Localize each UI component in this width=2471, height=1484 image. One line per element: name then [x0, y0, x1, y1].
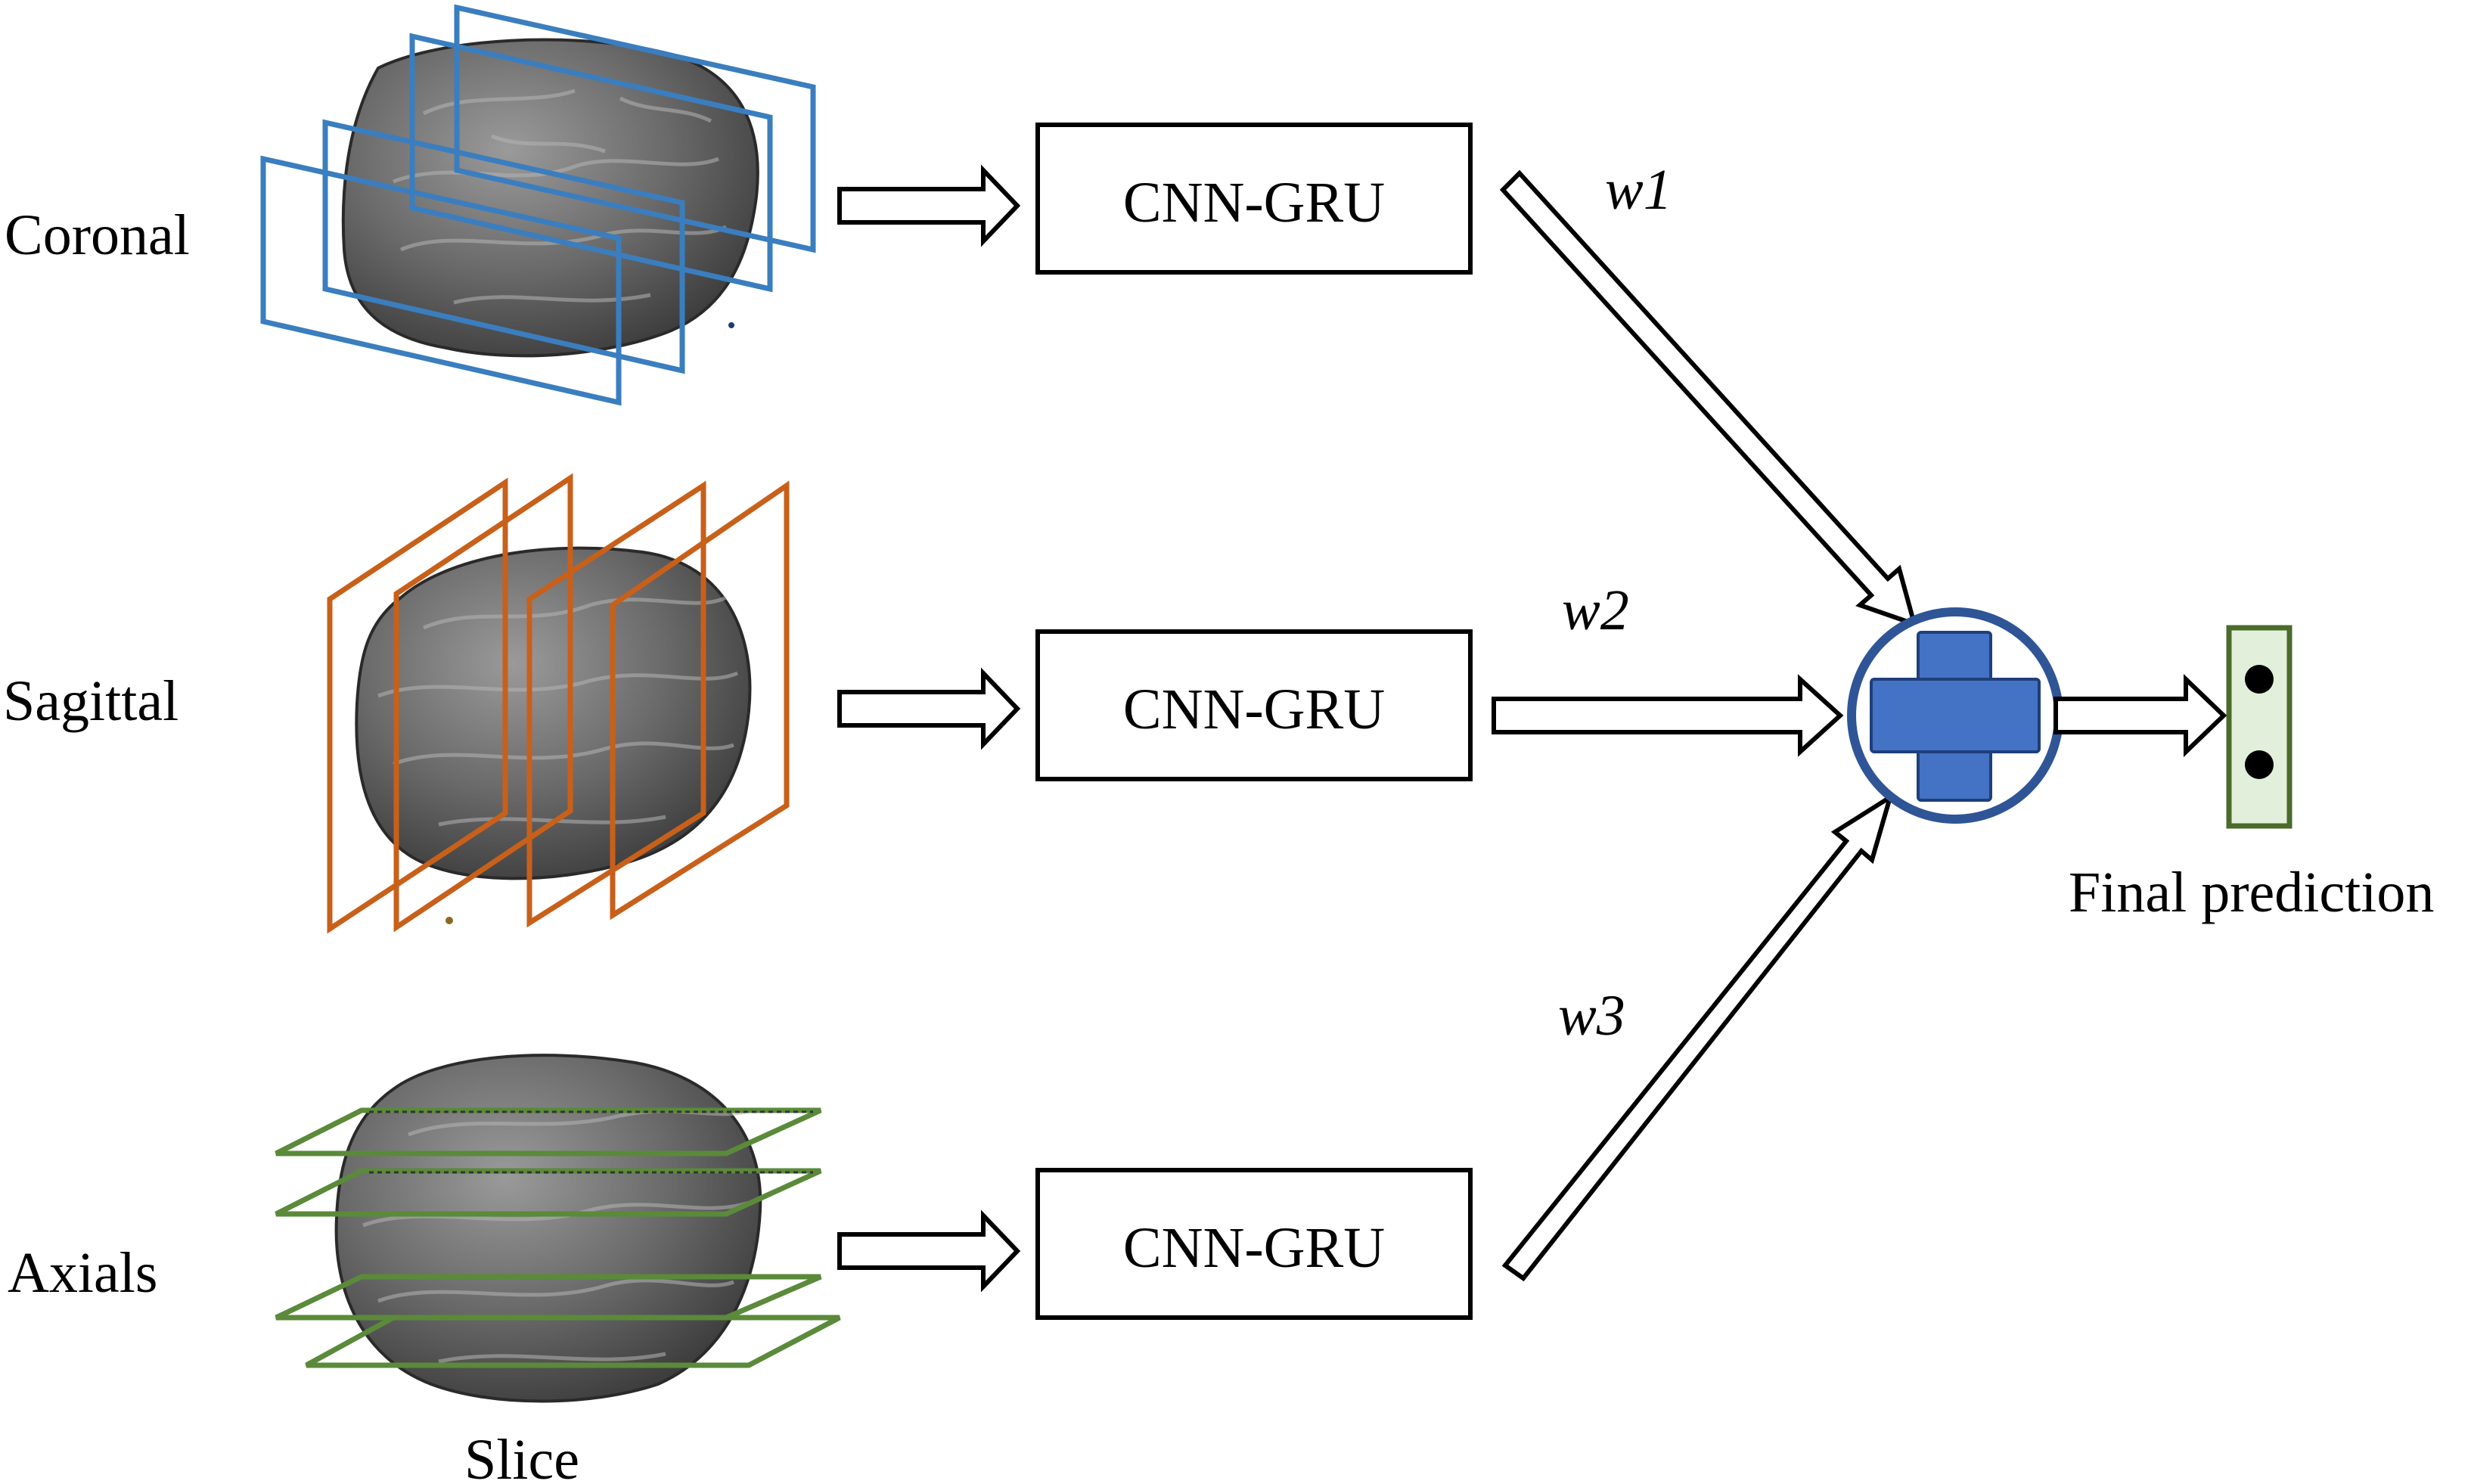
plus-icon	[1870, 631, 2041, 802]
sagittal-slice-3	[526, 480, 706, 928]
weight-arrow-w1	[1499, 169, 1918, 628]
model-box-coronal: CNN-GRU	[1035, 123, 1473, 275]
fusion-plus-node	[1847, 607, 2063, 824]
model-box-sagittal: CNN-GRU	[1035, 629, 1473, 781]
coronal-slice-3	[322, 119, 685, 374]
coronal-brain	[341, 38, 759, 358]
sagittal-brain	[355, 546, 752, 880]
axial-slice-1	[275, 1107, 822, 1156]
model-box-axial: CNN-GRU	[1035, 1168, 1473, 1320]
view-label-coronal: Coronal	[5, 203, 190, 267]
final-prediction-vector	[2226, 625, 2293, 829]
axial-slice-4	[305, 1315, 841, 1368]
input-arrow-axial	[837, 1209, 1021, 1293]
model-label-coronal: CNN-GRU	[1123, 171, 1385, 234]
axial-slice-2	[275, 1168, 822, 1217]
output-arrow	[2053, 673, 2227, 758]
view-label-sagittal: Sagittal	[3, 669, 178, 733]
model-label-sagittal: CNN-GRU	[1123, 678, 1385, 741]
output-node-2	[2245, 750, 2274, 779]
coronal-slices	[260, 4, 816, 406]
coronal-slice-4	[260, 155, 622, 406]
input-arrow-coronal	[837, 164, 1021, 247]
weight-label-w3: w3	[1558, 984, 1625, 1048]
input-arrow-sagittal	[837, 667, 1021, 750]
coronal-slice-2	[409, 33, 773, 293]
sagittal-slice-4	[610, 480, 790, 921]
weight-arrow-w2	[1492, 674, 1844, 757]
view-label-axials: Axials	[8, 1241, 157, 1305]
output-node-1	[2245, 665, 2274, 694]
slice-label: Slice	[464, 1428, 579, 1484]
sagittal-slice-2	[393, 473, 573, 933]
sagittal-slice-1	[327, 477, 508, 934]
sagittal-slices	[327, 473, 790, 934]
model-label-axial: CNN-GRU	[1123, 1216, 1385, 1280]
output-label: Final prediction	[2069, 861, 2434, 924]
coronal-slice-1	[454, 4, 816, 253]
weight-arrow-w3	[1501, 792, 1895, 1282]
axial-brain	[334, 1054, 762, 1403]
weight-label-w2: w2	[1562, 579, 1629, 642]
weight-label-w1: w1	[1605, 158, 1672, 222]
axial-slices	[275, 1107, 841, 1368]
